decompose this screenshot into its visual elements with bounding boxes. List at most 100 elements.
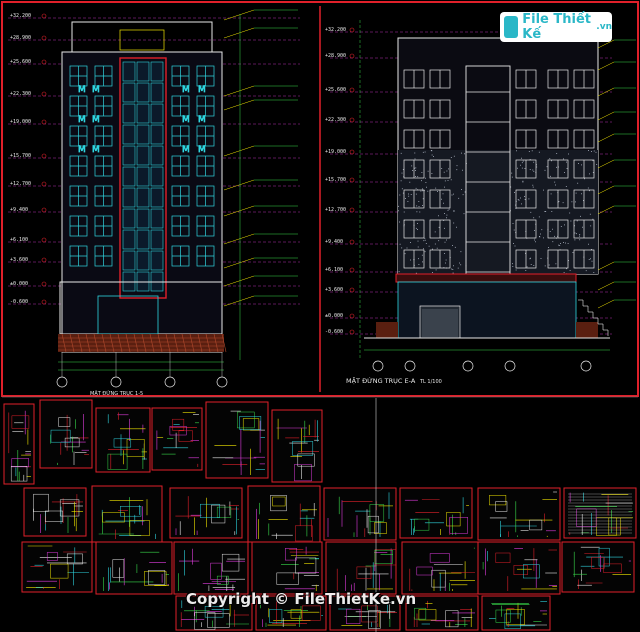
curtain-panel <box>122 124 136 145</box>
window-mark: M <box>92 115 100 125</box>
sheet-thumbnail <box>91 485 163 543</box>
sheet-thumbnail <box>325 541 397 595</box>
level-marker <box>41 35 47 41</box>
sheet-thumbnail <box>251 541 323 595</box>
level-marker <box>41 119 47 125</box>
curtain-panel <box>136 229 150 250</box>
level-marker <box>41 299 47 305</box>
level-label: +12.700 <box>325 207 346 213</box>
right-elevation: +32.200+28.900+25.600+22.300+19.000+15.7… <box>325 20 636 385</box>
sheet-thumbnail <box>23 487 87 537</box>
level-label: +25.600 <box>10 59 31 65</box>
window-mark: M <box>198 85 206 95</box>
sheet-frame <box>1 1 639 397</box>
sheet-thumbnails <box>3 398 637 632</box>
level-marker <box>41 281 47 287</box>
level-label: +12.700 <box>10 181 31 187</box>
level-label: -0.600 <box>10 299 28 305</box>
sheet-thumbnail <box>39 399 93 469</box>
curtain-panel <box>122 103 136 124</box>
sheet-thumbnail <box>95 407 151 473</box>
level-label: +15.700 <box>325 177 346 183</box>
level-label: +9.400 <box>325 239 343 245</box>
level-marker <box>41 59 47 65</box>
sheet-thumbnail <box>95 541 173 595</box>
level-label: ±0.000 <box>325 313 343 319</box>
curtain-panel <box>122 145 136 166</box>
level-marker <box>349 239 355 245</box>
curtain-panel <box>150 124 164 145</box>
level-marker <box>349 313 355 319</box>
level-marker <box>349 87 355 93</box>
axis-bubble <box>164 376 176 388</box>
level-label: +19.000 <box>325 149 346 155</box>
window-mark: M <box>182 115 190 125</box>
window-mark: M <box>92 85 100 95</box>
level-label: -0.600 <box>325 329 343 335</box>
curtain-panel <box>122 208 136 229</box>
level-label: +3.600 <box>325 287 343 293</box>
level-label: +25.600 <box>325 87 346 93</box>
axis-bubble <box>580 360 592 372</box>
curtain-panel <box>122 61 136 82</box>
level-marker <box>349 287 355 293</box>
level-marker <box>349 53 355 59</box>
curtain-panel <box>136 187 150 208</box>
level-marker <box>349 207 355 213</box>
curtain-panel <box>122 250 136 271</box>
curtain-panel <box>150 61 164 82</box>
curtain-panel <box>136 250 150 271</box>
window-mark: M <box>78 145 86 155</box>
window-mark: M <box>182 85 190 95</box>
window-mark: M <box>78 85 86 95</box>
left-brick-base <box>58 334 224 352</box>
level-marker <box>41 91 47 97</box>
left-roof <box>71 21 213 53</box>
sheet-thumbnail <box>205 401 269 479</box>
axis-bubble <box>404 360 416 372</box>
curtain-panel <box>150 187 164 208</box>
level-label: +32.200 <box>10 13 31 19</box>
curtain-panel <box>136 145 150 166</box>
left-elevation-title: MẶT ĐỨNG TRỤC 1-5 <box>90 390 143 397</box>
sheet-thumbnail <box>175 595 253 631</box>
window-mark: M <box>182 145 190 155</box>
sheet-thumbnail <box>169 487 243 539</box>
sheet-thumbnail <box>173 541 249 595</box>
level-label: +9.400 <box>10 207 28 213</box>
right-elevation-scale: TL 1/100 <box>419 379 442 385</box>
level-label: +22.300 <box>10 91 31 97</box>
level-marker <box>349 117 355 123</box>
curtain-panel <box>122 82 136 103</box>
level-label: ±0.000 <box>10 281 28 287</box>
curtain-panel <box>122 166 136 187</box>
level-label: +3.600 <box>10 257 28 263</box>
logo-domain: .vn <box>596 22 612 32</box>
window-mark: M <box>92 145 100 155</box>
sheet-thumbnail <box>21 541 93 593</box>
level-marker <box>349 149 355 155</box>
sheet-thumbnail <box>399 487 473 539</box>
level-marker <box>41 237 47 243</box>
axis-bubble <box>462 360 474 372</box>
axis-bubble <box>56 376 68 388</box>
window-mark: M <box>198 145 206 155</box>
window-mark: M <box>198 115 206 125</box>
level-label: +32.200 <box>325 27 346 33</box>
level-label: +22.300 <box>325 117 346 123</box>
curtain-panel <box>136 166 150 187</box>
axis-bubble <box>372 360 384 372</box>
curtain-panel <box>150 103 164 124</box>
level-marker <box>41 207 47 213</box>
level-marker <box>349 267 355 273</box>
level-marker <box>349 27 355 33</box>
level-label: +6.100 <box>325 267 343 273</box>
curtain-panel <box>136 208 150 229</box>
logo-icon <box>504 16 519 38</box>
axis-bubble <box>504 360 516 372</box>
sheet-thumbnail <box>477 541 561 595</box>
curtain-panel <box>136 103 150 124</box>
